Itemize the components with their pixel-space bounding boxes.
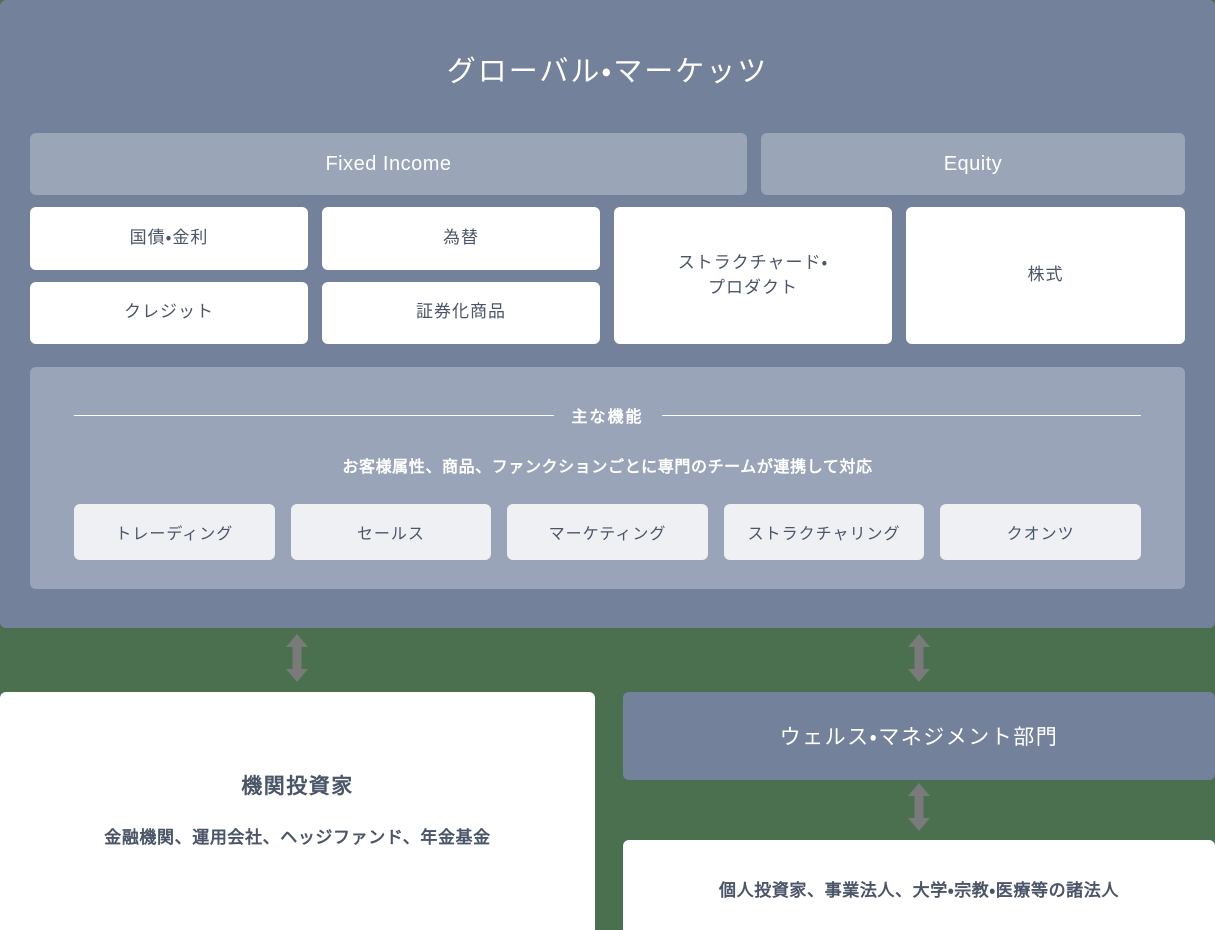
double-arrow-vertical-icon-institutional <box>283 634 311 682</box>
double-arrow-vertical-icon-wm-bottom <box>905 783 933 831</box>
institutional-investors-card[interactable]: 機関投資家 金融機関、運用会社、ヘッジファンド、年金基金 <box>0 692 595 930</box>
product-column-rates-credit: 国債・金利 クレジット <box>30 207 308 344</box>
function-chip-row: トレーディング セールス マーケティング ストラクチャリング クオンツ <box>74 504 1141 560</box>
retail-clients-description: 個人投資家、事業法人、大学・宗教・医療等の諸法人 <box>719 881 1119 900</box>
function-chip-structuring[interactable]: ストラクチャリング <box>723 504 925 560</box>
product-column-equity: 株式 <box>906 207 1185 344</box>
divider-left <box>74 414 554 416</box>
main-functions-panel: 主な機能 お客様属性、商品、ファンクションごとに専門のチームが連携して対応 トレ… <box>30 367 1185 589</box>
function-chip-trading[interactable]: トレーディング <box>74 504 275 560</box>
asset-class-fixed-income[interactable]: Fixed Income <box>30 133 747 195</box>
product-card-equity[interactable]: 株式 <box>906 207 1185 344</box>
product-card-structured-products[interactable]: ストラクチャード・ プロダクト <box>614 207 892 344</box>
product-card-credit[interactable]: クレジット <box>30 281 308 344</box>
product-card-securitized-products[interactable]: 証券化商品 <box>322 281 600 344</box>
product-card-government-bonds-rates[interactable]: 国債・金利 <box>30 207 308 270</box>
global-markets-panel: グローバル・マーケッツ Fixed Income Equity 国債・金利 クレ… <box>0 0 1215 628</box>
divider-right <box>661 414 1142 416</box>
product-row: 国債・金利 クレジット 為替 証券化商品 ストラクチャード・ プロダクト 株式 <box>30 207 1185 344</box>
institutional-investors-title: 機関投資家 <box>241 775 354 798</box>
function-chip-marketing[interactable]: マーケティング <box>507 504 708 560</box>
product-column-fx-securitized: 為替 証券化商品 <box>322 207 600 344</box>
double-arrow-vertical-icon-wm-top <box>905 634 933 682</box>
wealth-management-title: ウェルス・マネジメント部門 <box>779 726 1059 749</box>
asset-class-row: Fixed Income Equity <box>30 133 1185 195</box>
page-title: グローバル・マーケッツ <box>446 56 769 88</box>
main-functions-subtitle: お客様属性、商品、ファンクションごとに専門のチームが連携して対応 <box>342 459 873 476</box>
institutional-investors-description: 金融機関、運用会社、ヘッジファンド、年金基金 <box>104 828 491 847</box>
product-card-fx[interactable]: 為替 <box>322 207 600 270</box>
function-chip-quants[interactable]: クオンツ <box>940 504 1141 560</box>
product-column-structured: ストラクチャード・ プロダクト <box>614 207 892 344</box>
main-functions-heading: 主な機能 <box>74 403 1142 427</box>
wealth-management-box[interactable]: ウェルス・マネジメント部門 <box>623 692 1215 780</box>
asset-class-equity[interactable]: Equity <box>761 133 1185 195</box>
main-functions-heading-label: 主な機能 <box>571 409 644 426</box>
function-chip-sales[interactable]: セールス <box>290 504 492 560</box>
retail-clients-card[interactable]: 個人投資家、事業法人、大学・宗教・医療等の諸法人 <box>623 840 1215 930</box>
